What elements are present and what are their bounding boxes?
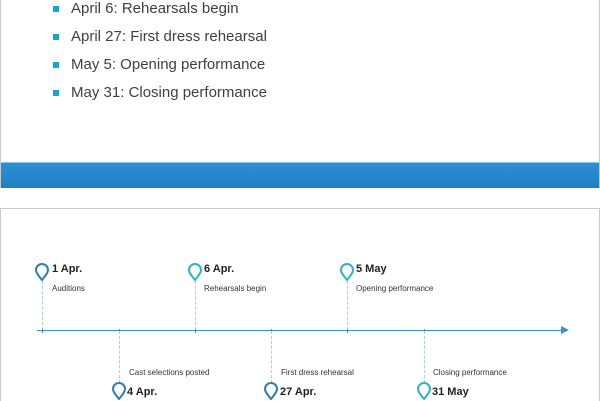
milestone-event: Auditions: [52, 284, 85, 293]
bullet-square-icon: [53, 90, 59, 96]
bullet-text: April 6: Rehearsals begin: [71, 0, 239, 17]
slide-footer-band: [1, 162, 599, 188]
milestone-event: Closing performance: [433, 368, 507, 377]
timeline-leader: [347, 281, 348, 330]
bullet-list: April 6: Rehearsals begin April 27: Firs…: [53, 0, 267, 111]
map-pin-icon: [264, 382, 278, 400]
slide-bullets[interactable]: April 6: Rehearsals begin April 27: Firs…: [0, 0, 600, 188]
map-pin-icon: [340, 263, 354, 281]
milestone-event: Cast selections posted: [129, 368, 210, 377]
timeline-leader: [195, 281, 196, 330]
bullet-item: April 6: Rehearsals begin: [53, 0, 267, 27]
bullet-text: May 31: Closing performance: [71, 84, 267, 101]
milestone-date: 4 Apr.: [127, 386, 158, 398]
timeline-leader: [42, 281, 43, 330]
slide-timeline[interactable]: 1 Apr. Auditions Cast selections posted …: [0, 208, 600, 401]
bullet-square-icon: [53, 62, 59, 68]
map-pin-icon: [35, 263, 49, 281]
milestone-date: 31 May: [432, 386, 469, 398]
timeline-tick: [347, 329, 348, 333]
map-pin-icon: [417, 382, 431, 400]
bullet-text: April 27: First dress rehearsal: [71, 28, 267, 45]
milestone-event: Rehearsals begin: [204, 284, 267, 293]
slide-gap: [0, 188, 600, 208]
bullet-square-icon: [53, 34, 59, 40]
bullet-square-icon: [53, 6, 59, 12]
milestone-date: 5 May: [356, 263, 387, 275]
timeline-arrow-icon: [561, 326, 569, 334]
map-pin-icon: [188, 263, 202, 281]
map-pin-icon: [112, 382, 126, 400]
bullet-text: May 5: Opening performance: [71, 56, 266, 73]
timeline-axis: [37, 330, 561, 331]
timeline-tick: [195, 329, 196, 333]
bullet-item: May 31: Closing performance: [53, 83, 267, 111]
milestone-date: 6 Apr.: [204, 263, 235, 275]
bullet-item: May 5: Opening performance: [53, 55, 267, 83]
timeline-leader: [119, 331, 120, 383]
milestone-event: First dress rehearsal: [281, 368, 354, 377]
timeline-leader: [424, 331, 425, 383]
timeline-tick: [42, 329, 43, 333]
milestone-event: Opening performance: [356, 284, 434, 293]
timeline-leader: [271, 331, 272, 383]
milestone-date: 27 Apr.: [280, 386, 317, 398]
milestone-date: 1 Apr.: [52, 263, 83, 275]
bullet-item: April 27: First dress rehearsal: [53, 27, 267, 55]
